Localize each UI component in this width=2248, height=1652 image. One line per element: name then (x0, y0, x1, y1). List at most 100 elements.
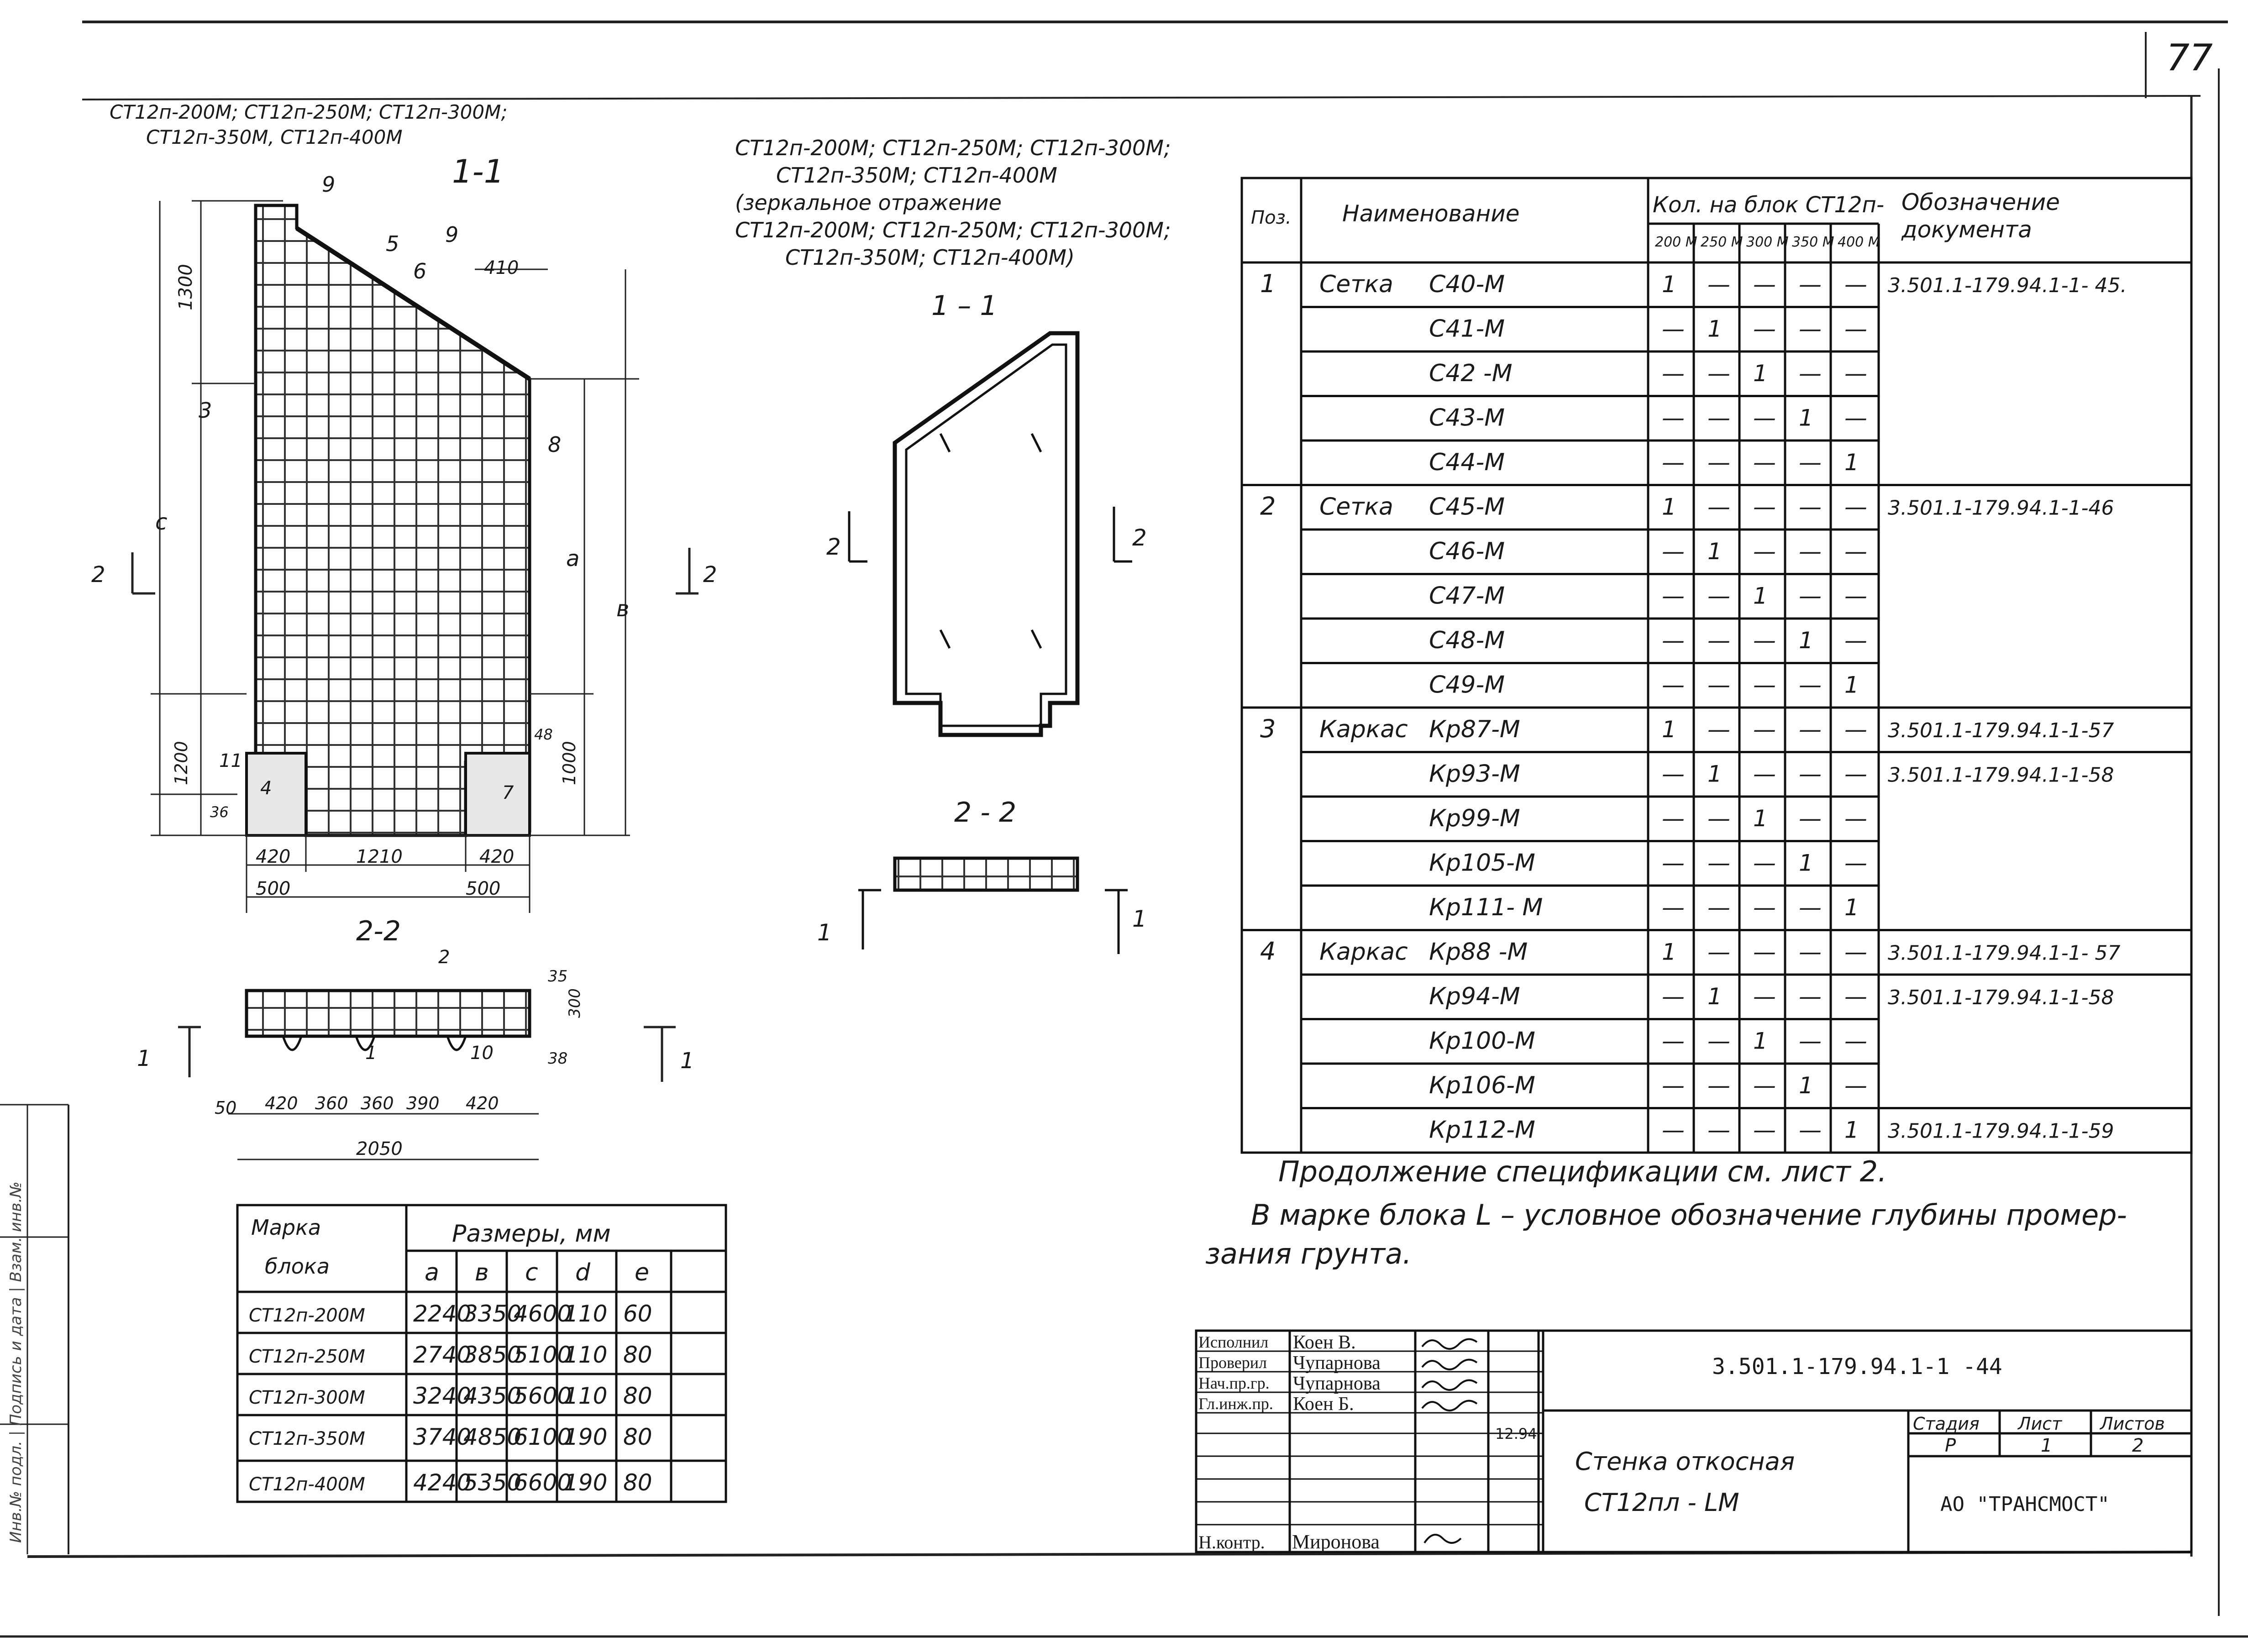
leader-2: 2 (438, 947, 450, 968)
spec-qty: — (1799, 1117, 1822, 1143)
dim-420-left: 420 (256, 846, 290, 867)
spec-qty: — (1799, 939, 1822, 965)
spec-qty: — (1753, 494, 1776, 520)
spec-item: Кр112-М (1429, 1117, 1535, 1144)
spec-qty: — (1662, 1028, 1685, 1054)
dim-35: 35 (548, 967, 567, 986)
spec-qty: — (1799, 583, 1822, 609)
spec-qty: 1 (1844, 672, 1859, 698)
spec-qty: — (1662, 1117, 1685, 1143)
dim-1210: 1210 (356, 846, 403, 867)
spec-doc: 3.501.1-179.94.1-1- 45. (1888, 274, 2127, 297)
center-header-line2: СТ12п-350М; СТ12п-400М (776, 163, 1057, 188)
spec-doc: 3.501.1-179.94.1-1-58 (1888, 986, 2114, 1009)
sheets-value: 2 (2132, 1435, 2143, 1456)
spec-header-qty: Кол. на блок СТ12п- (1653, 192, 1884, 218)
dim-420-d: 420 (466, 1093, 499, 1113)
spec-qty: — (1799, 271, 1822, 298)
spec-doc: 3.501.1-179.94.1-1-59 (1888, 1120, 2114, 1143)
spec-qty: — (1799, 538, 1822, 565)
tb-role: Гл.инж.пр. (1198, 1395, 1273, 1413)
center-header-line3: (зеркальное отражение (735, 190, 1002, 215)
spec-item: С44-М (1429, 449, 1505, 476)
sizes-value: 4600 (514, 1301, 572, 1327)
spec-qty: — (1662, 894, 1685, 921)
spec-qty: 1 (1662, 494, 1676, 520)
sizes-value: 2240 (413, 1301, 471, 1327)
spec-qty: — (1707, 360, 1730, 387)
dim-38: 38 (548, 1049, 567, 1068)
sizes-mark: СТ12п-200М (249, 1305, 365, 1326)
sizes-value: 4850 (463, 1424, 521, 1450)
spec-qty: — (1707, 1028, 1730, 1054)
spec-qty: — (1844, 538, 1867, 565)
sizes-value: 4240 (413, 1469, 471, 1496)
dim-1200: 1200 (171, 741, 191, 785)
note-continuation: Продолжение спецификации см. лист 2. (1278, 1155, 1887, 1188)
sizes-value: 3850 (463, 1342, 521, 1368)
dim-420-c: 420 (265, 1093, 298, 1113)
spec-qty: — (1799, 672, 1822, 698)
spec-qty: 1 (1753, 583, 1768, 609)
spec-qty: — (1799, 1028, 1822, 1054)
dim-360-a: 360 (315, 1093, 348, 1113)
spec-qty: — (1662, 449, 1685, 476)
spec-qty: — (1707, 939, 1730, 965)
sizes-mark: СТ12п-400М (249, 1474, 365, 1495)
spec-qty: 1 (1753, 360, 1768, 387)
sizes-value: 6100 (514, 1424, 572, 1450)
spec-qty: — (1844, 316, 1867, 342)
organization: АО "ТРАНСМОСТ" (1940, 1493, 2110, 1516)
dim-500-left: 500 (256, 878, 290, 899)
spec-qty: — (1662, 538, 1685, 565)
section-1-1-small-title: 1 – 1 (931, 290, 998, 322)
sizes-header-sizes: Размеры, мм (452, 1220, 611, 1248)
spec-qty: — (1662, 405, 1685, 431)
spec-kind: Сетка (1319, 493, 1393, 521)
wall-elevation-drawing: СТ12п-200М; СТ12п-250М; СТ12п-300М; СТ12… (91, 101, 1171, 1160)
sheet-value: 1 (2041, 1435, 2052, 1456)
spec-kind: Каркас (1319, 716, 1408, 743)
dim-b: в (616, 596, 629, 622)
spec-qty: — (1662, 583, 1685, 609)
spec-qty: — (1844, 805, 1867, 832)
section-2-2-small-title: 2 - 2 (954, 797, 1016, 829)
spec-qty: — (1662, 1072, 1685, 1099)
dim-300: 300 (566, 988, 584, 1018)
spec-header-qty-4: 400 М (1838, 234, 1880, 250)
leader-5: 5 (386, 231, 399, 256)
cut-mark-2-right: 2 (703, 562, 717, 587)
spec-qty: — (1844, 939, 1867, 965)
leader-11: 11 (219, 750, 242, 771)
dim-a: а (566, 546, 579, 572)
spec-item: Кр111- М (1429, 894, 1543, 921)
leader-4: 4 (260, 778, 272, 799)
spec-qty: — (1799, 894, 1822, 921)
spec-qty: — (1707, 405, 1730, 431)
spec-qty: — (1707, 494, 1730, 520)
dim-410: 410 (484, 257, 519, 278)
spec-item: С46-М (1429, 538, 1505, 565)
spec-qty: 1 (1662, 939, 1676, 965)
spec-pos: 1 (1260, 269, 1276, 298)
sizes-value: 3240 (413, 1383, 471, 1409)
spec-qty: — (1844, 494, 1867, 520)
spec-qty: 1 (1707, 538, 1722, 565)
spec-item: Кр106-М (1429, 1072, 1535, 1099)
spec-qty: — (1707, 716, 1730, 743)
small-cut-1-right: 1 (1132, 906, 1147, 932)
leader-10: 10 (470, 1043, 494, 1064)
spec-qty: 1 (1799, 850, 1813, 876)
spec-doc: 3.501.1-179.94.1-1-46 (1888, 497, 2114, 520)
spec-qty: — (1844, 405, 1867, 431)
spec-qty: 1 (1707, 316, 1722, 342)
spec-qty: 1 (1799, 405, 1813, 431)
sizes-value: 190 (564, 1469, 607, 1496)
spec-qty: — (1799, 494, 1822, 520)
spec-qty: — (1707, 805, 1730, 832)
tb-role: Проверил (1198, 1353, 1267, 1372)
dim-c: с (155, 509, 167, 535)
spec-qty: — (1799, 716, 1822, 743)
spec-qty: — (1707, 271, 1730, 298)
